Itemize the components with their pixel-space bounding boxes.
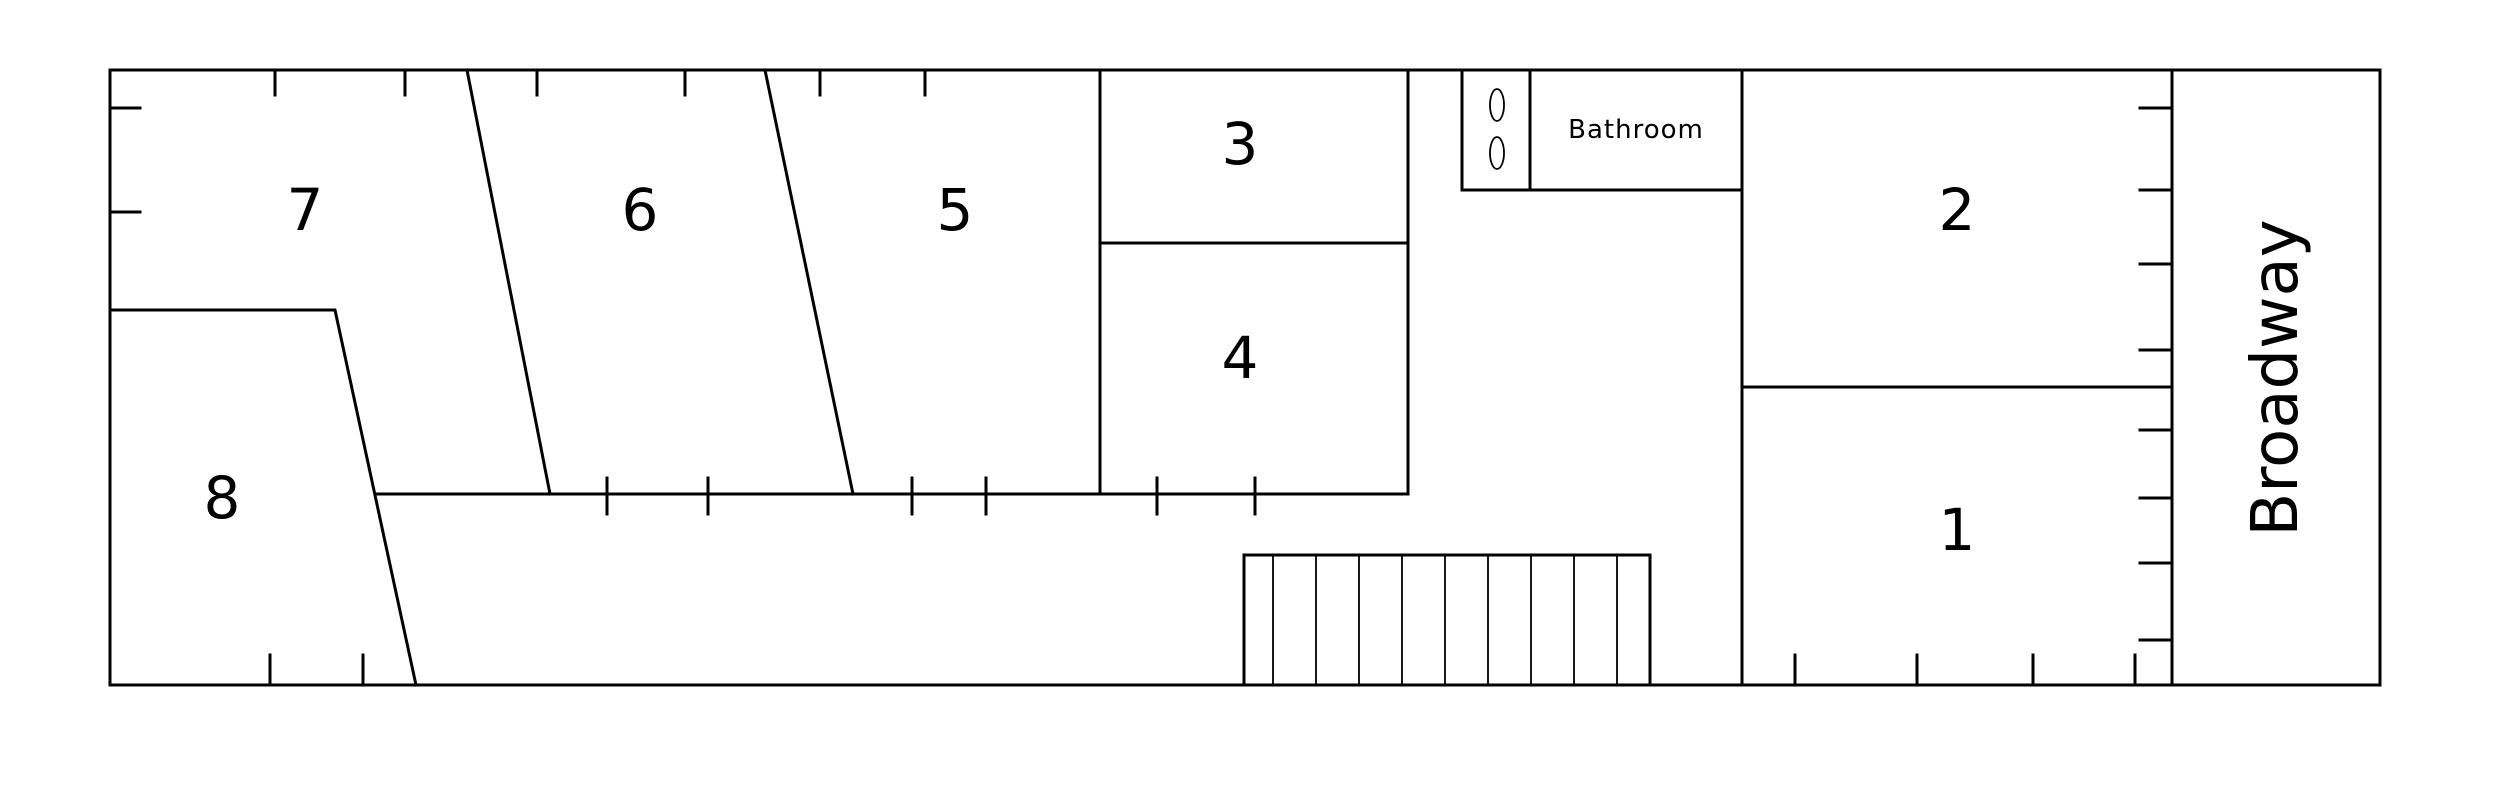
room-labels: 1 2 3 4 5 6 7 8 Bathroom (204, 110, 1976, 564)
toilet-icon (1489, 88, 1505, 170)
room-label-1: 1 (1939, 496, 1976, 564)
room-label-8: 8 (204, 464, 241, 532)
room-label-2: 2 (1939, 176, 1976, 244)
room-label-3: 3 (1222, 110, 1259, 178)
bathroom-label: Bathroom (1568, 115, 1704, 145)
room-label-4: 4 (1222, 324, 1259, 392)
street-strip: Broadway (2170, 68, 2313, 687)
wall-ticks (108, 68, 2174, 687)
room-label-6: 6 (622, 176, 659, 244)
street-label-broadway: Broadway (2239, 219, 2313, 536)
room-label-5: 5 (937, 176, 974, 244)
room-label-7: 7 (287, 176, 324, 244)
interior-walls (108, 68, 2174, 687)
staircase (1242, 553, 1652, 687)
